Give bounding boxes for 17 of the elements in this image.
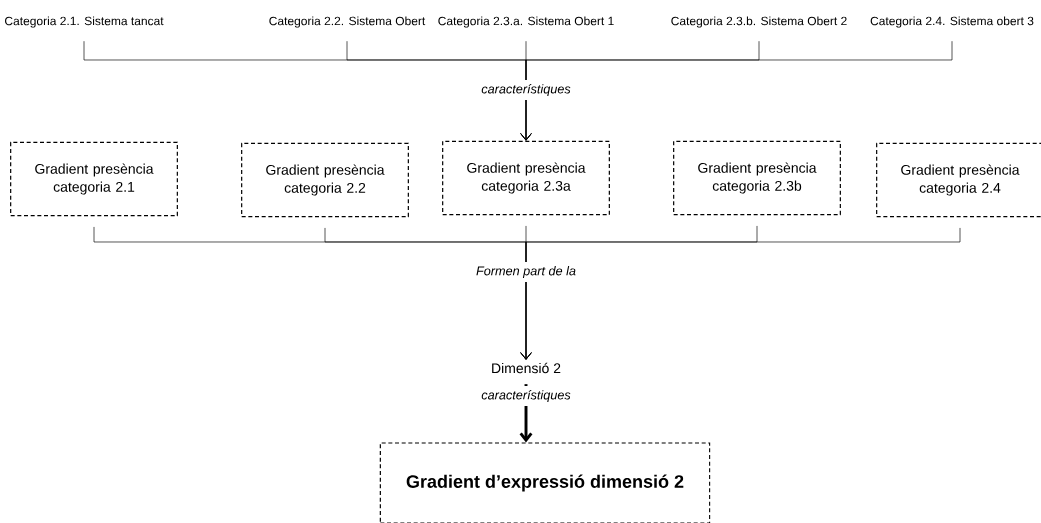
edge-label: característiques <box>477 80 575 100</box>
category-label: Categoria 2.3.a. Sistema Obert 1 <box>438 16 614 28</box>
category-label: Categoria 2.3.b. Sistema Obert 2 <box>671 16 847 28</box>
bracket-connector <box>520 40 953 141</box>
result-box: Gradient d’expressió dimensió 2 <box>379 442 711 523</box>
process-box: Gradient presència categoria 2.4 <box>876 142 1041 218</box>
edge-label: Formen part de la <box>472 262 580 282</box>
process-box: Gradient presència categoria 2.1 <box>10 141 178 217</box>
process-box: Gradient presència categoria 2.3b <box>673 140 841 216</box>
category-label: Categoria 2.2. Sistema Obert <box>269 16 426 28</box>
process-box: Gradient presència categoria 2.2 <box>241 142 409 218</box>
category-label: Categoria 2.1. Sistema tancat <box>5 16 164 28</box>
dimension-label: Dimensió 2 <box>492 362 561 374</box>
category-label: Categoria 2.4. Sistema obert 3 <box>870 16 1034 28</box>
edge-label: característiques <box>477 386 575 406</box>
process-box: Gradient presència categoria 2.3a <box>442 140 610 216</box>
bracket-connector <box>520 227 961 360</box>
